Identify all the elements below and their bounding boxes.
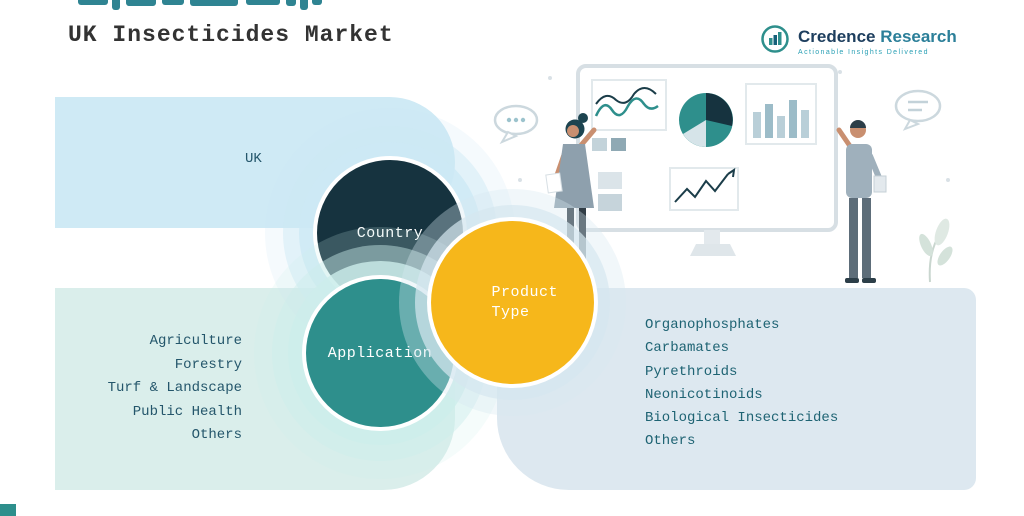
application-circle-label: Application [327, 344, 433, 362]
list-item: Turf & Landscape [107, 380, 242, 396]
application-list: Agriculture Forestry Turf & Landscape Pu… [108, 330, 242, 448]
brand-name: Credence Research [798, 27, 957, 46]
corner-accent [0, 504, 16, 516]
product-type-circle: Product Type [431, 221, 594, 384]
line-chart-icon [591, 79, 667, 151]
country-circle-label: Country [356, 224, 424, 242]
list-item: Forestry [174, 356, 242, 373]
speech-bubble-left-icon [493, 104, 539, 145]
list-item: Others [645, 433, 696, 450]
list-item: Others [191, 427, 242, 443]
presentation-illustration [490, 60, 960, 300]
speech-bubble-right-icon [894, 89, 942, 131]
list-item: Neonicotinoids [645, 386, 763, 403]
list-item: Agriculture [149, 333, 242, 349]
pie-chart-icon [679, 93, 733, 147]
plant-icon [919, 218, 953, 283]
brand-logo: Credence Research Actionable Insights De… [760, 24, 957, 59]
page-title: UK Insecticides Market [68, 22, 394, 48]
brand-name-primary: Credence [798, 26, 876, 46]
application-circle: Application [306, 279, 454, 427]
trend-chart-icon [669, 167, 739, 211]
product-type-list: Organophosphates Carbamates Pyrethroids … [645, 314, 838, 454]
list-item: Carbamates [645, 340, 730, 357]
presenter-woman-icon [545, 113, 597, 281]
presenter-man-icon [836, 120, 887, 283]
brand-name-secondary: Research [875, 26, 957, 46]
brand-logo-icon [760, 24, 790, 59]
legend-squares-icon [598, 172, 622, 211]
brand-tagline: Actionable Insights Delivered [798, 48, 929, 56]
list-item: Pyrethroids [645, 363, 738, 380]
country-item-uk: UK [245, 151, 262, 167]
list-item: Organophosphates [645, 317, 780, 333]
bar-chart-icon [745, 83, 817, 145]
list-item: Public Health [132, 403, 242, 420]
product-type-circle-label: Product Type [491, 283, 559, 321]
list-item: Biological Insecticides [645, 410, 839, 427]
